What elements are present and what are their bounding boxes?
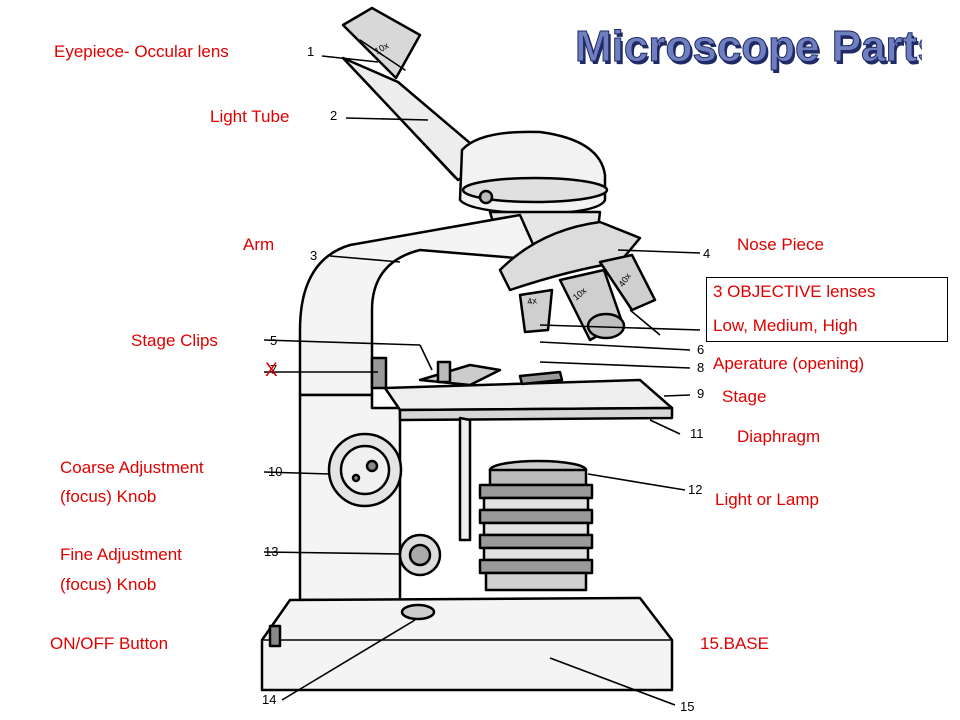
objective-lenses-box (706, 277, 948, 342)
label-eyepiece: Eyepiece- Occular lens (54, 42, 229, 61)
part-number-9: 9 (697, 386, 704, 401)
label-fine-adjustment: Fine Adjustment (60, 545, 182, 564)
part-number-11: 11 (690, 426, 704, 441)
label-arm: Arm (243, 235, 275, 254)
label-on-off-button: ON/OFF Button (50, 634, 169, 653)
diagram-title: Microscope Parts! Microscope Parts! (575, 22, 923, 75)
title-shadow: Microscope Parts! (577, 25, 922, 74)
part-number-4: 4 (703, 246, 710, 261)
part-number-8: 8 (697, 360, 704, 375)
part-number-6: 6 (697, 342, 704, 357)
lamp-part (478, 459, 594, 592)
label-x-mark: X (265, 360, 278, 381)
part-number-5: 5 (270, 333, 277, 348)
label-light-lamp: Light or Lamp (715, 490, 819, 509)
part-number-3: 3 (310, 248, 317, 263)
label-base: 15.BASE (700, 634, 769, 653)
part-number-14: 14 (262, 692, 276, 707)
title-text: Microscope Parts! (575, 22, 922, 71)
label-stage: Stage (722, 387, 767, 406)
part-number-10: 10 (268, 464, 282, 479)
base-part (260, 596, 674, 692)
label-stage-clips: Stage Clips (131, 331, 218, 350)
label-aperture: Aperature (opening) (713, 354, 865, 373)
label-coarse-adjustment: Coarse Adjustment (60, 458, 204, 477)
part-number-13: 13 (264, 544, 278, 559)
part-number-12: 12 (688, 482, 702, 497)
label-objective-powers: Low, Medium, High (713, 316, 858, 335)
label-nose-piece: Nose Piece (737, 235, 824, 254)
part-number-7: 7 (270, 362, 277, 377)
stage-clip-part (370, 356, 388, 390)
lens-mark-low: 4x (526, 295, 538, 307)
label-light-tube: Light Tube (210, 107, 290, 126)
part-number-2: 2 (330, 108, 337, 123)
eyepiece-part (341, 6, 422, 80)
label-objective-lenses: 3 OBJECTIVE lenses (713, 282, 876, 301)
label-diaphragm: Diaphragm (737, 427, 821, 446)
label-fine-focus-knob: (focus) Knob (60, 575, 157, 594)
part-number-15: 15 (680, 699, 694, 714)
objective-high (598, 253, 657, 312)
part-number-1: 1 (307, 44, 314, 59)
objective-low (518, 288, 554, 334)
label-coarse-focus-knob: (focus) Knob (60, 487, 157, 506)
arm-part (298, 213, 542, 397)
